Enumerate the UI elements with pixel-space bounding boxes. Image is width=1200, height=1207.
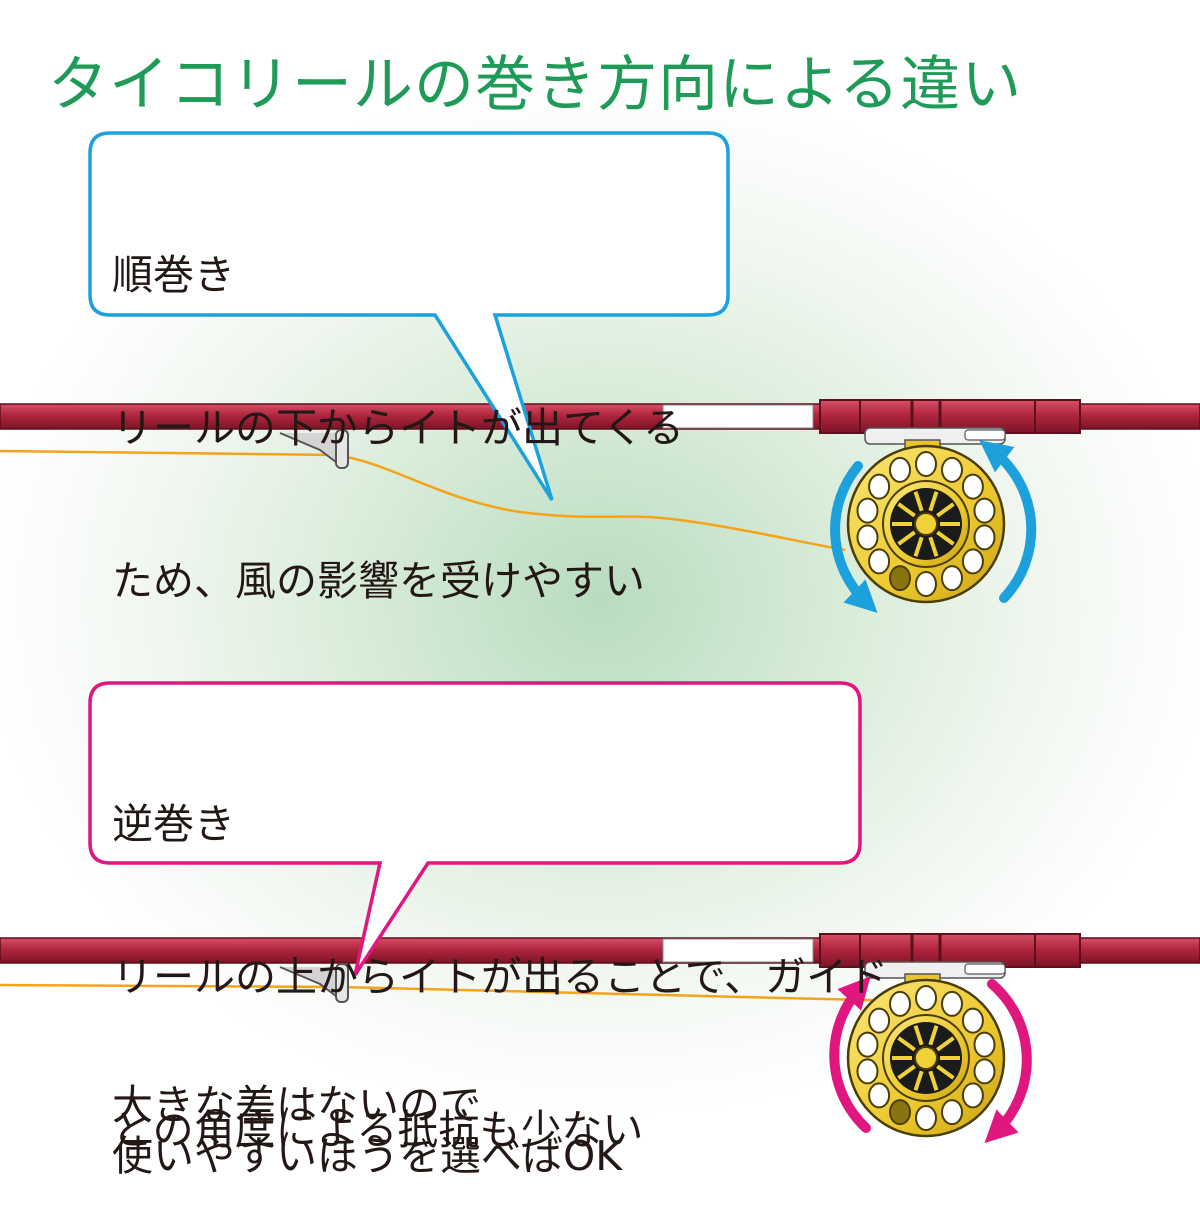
reel-spoke [913,1070,924,1091]
reel-spoke [936,1036,955,1052]
rotation-arrow-left-icon [829,976,871,1133]
reel-hole [973,1058,996,1085]
reel-hole [915,571,937,597]
reel-hole [889,565,911,592]
page-title: タイコリールの巻き方向による違い [48,50,1023,120]
reel-hole [915,1105,937,1131]
conclusion-note: 大きな差はないので 使いやすいほうを選べばOK [112,1080,622,1182]
reverse-wind-diagram [0,681,1200,1144]
reel-spoke [936,530,955,546]
rotation-arrow-right-icon [979,440,1037,603]
reel-hole [941,1099,963,1126]
reel-hole [941,565,963,592]
reel-spoke [928,1070,939,1091]
reel-spoke [936,502,955,518]
reel-hole [856,1058,879,1085]
callout-line: リールの下からイトが出てくる [112,404,684,452]
reel-spoke [913,491,924,512]
note-line: 使いやすいほうを選べばOK [112,1132,623,1180]
note-line: 大きな差はないので [112,1081,481,1129]
reel-hole [961,473,984,500]
rotation-arrow-right-icon [984,979,1032,1144]
reel-hole [868,548,891,575]
reel-hole [961,548,984,575]
reel-spoke [897,530,916,546]
taiko-reel [846,427,1006,604]
reel-hole [856,1031,879,1058]
callout-line: リールの上からイトが出ることで、ガイド [112,953,889,1001]
reel-holes [856,451,996,597]
reel-hole [856,497,879,524]
reel-hole [915,985,937,1011]
reel-hole [889,990,911,1017]
taiko-reel [846,961,1006,1138]
callout-reverse-text: 逆巻き リールの上からイトが出ることで、ガイド との角度による抵抗も少ない [112,697,888,1207]
reel-hole [961,1082,984,1109]
reel-holes [856,985,996,1131]
line-guide [279,963,350,1003]
forward-wind-diagram [0,131,1200,614]
rod [0,933,1200,968]
reel-spoke [913,1025,924,1046]
reel-hole [961,1007,984,1034]
reel-hole [973,1031,996,1058]
reel-spoke [928,536,939,557]
reel-hole [889,456,911,483]
fishing-line [0,983,916,1003]
reel-hole [868,473,891,500]
reel-spoke [897,1036,916,1052]
reel-hole [941,456,963,483]
callout-bubble-forward [88,131,730,501]
callout-forward-text: 順巻き リールの下からイトが出てくる ため、風の影響を受けやすい [112,148,684,658]
reel-spoke [913,536,924,557]
reel-hole [868,1082,891,1109]
callout-bubble-reverse [88,681,862,976]
reel-spoke [936,1064,955,1080]
reel-spoke [897,502,916,518]
callout-line: との角度による抵抗も少ない [112,1106,644,1154]
reel-hole [889,1099,911,1126]
reel-hole [915,451,937,477]
line-guide [279,429,350,469]
rod [0,399,1200,434]
callout-line: ため、風の影響を受けやすい [112,557,645,605]
reel-spoke [928,491,939,512]
reel-hole [856,524,879,551]
fishing-line [0,449,846,552]
reel-spoke [897,1064,916,1080]
reel-hole [973,524,996,551]
rotation-arrow-left-icon [830,461,878,614]
callout-heading: 順巻き [112,251,235,299]
callout-heading: 逆巻き [112,800,235,848]
reel-hole [868,1007,891,1034]
reel-hole [973,497,996,524]
reel-hole [941,990,963,1017]
reel-spoke [928,1025,939,1046]
